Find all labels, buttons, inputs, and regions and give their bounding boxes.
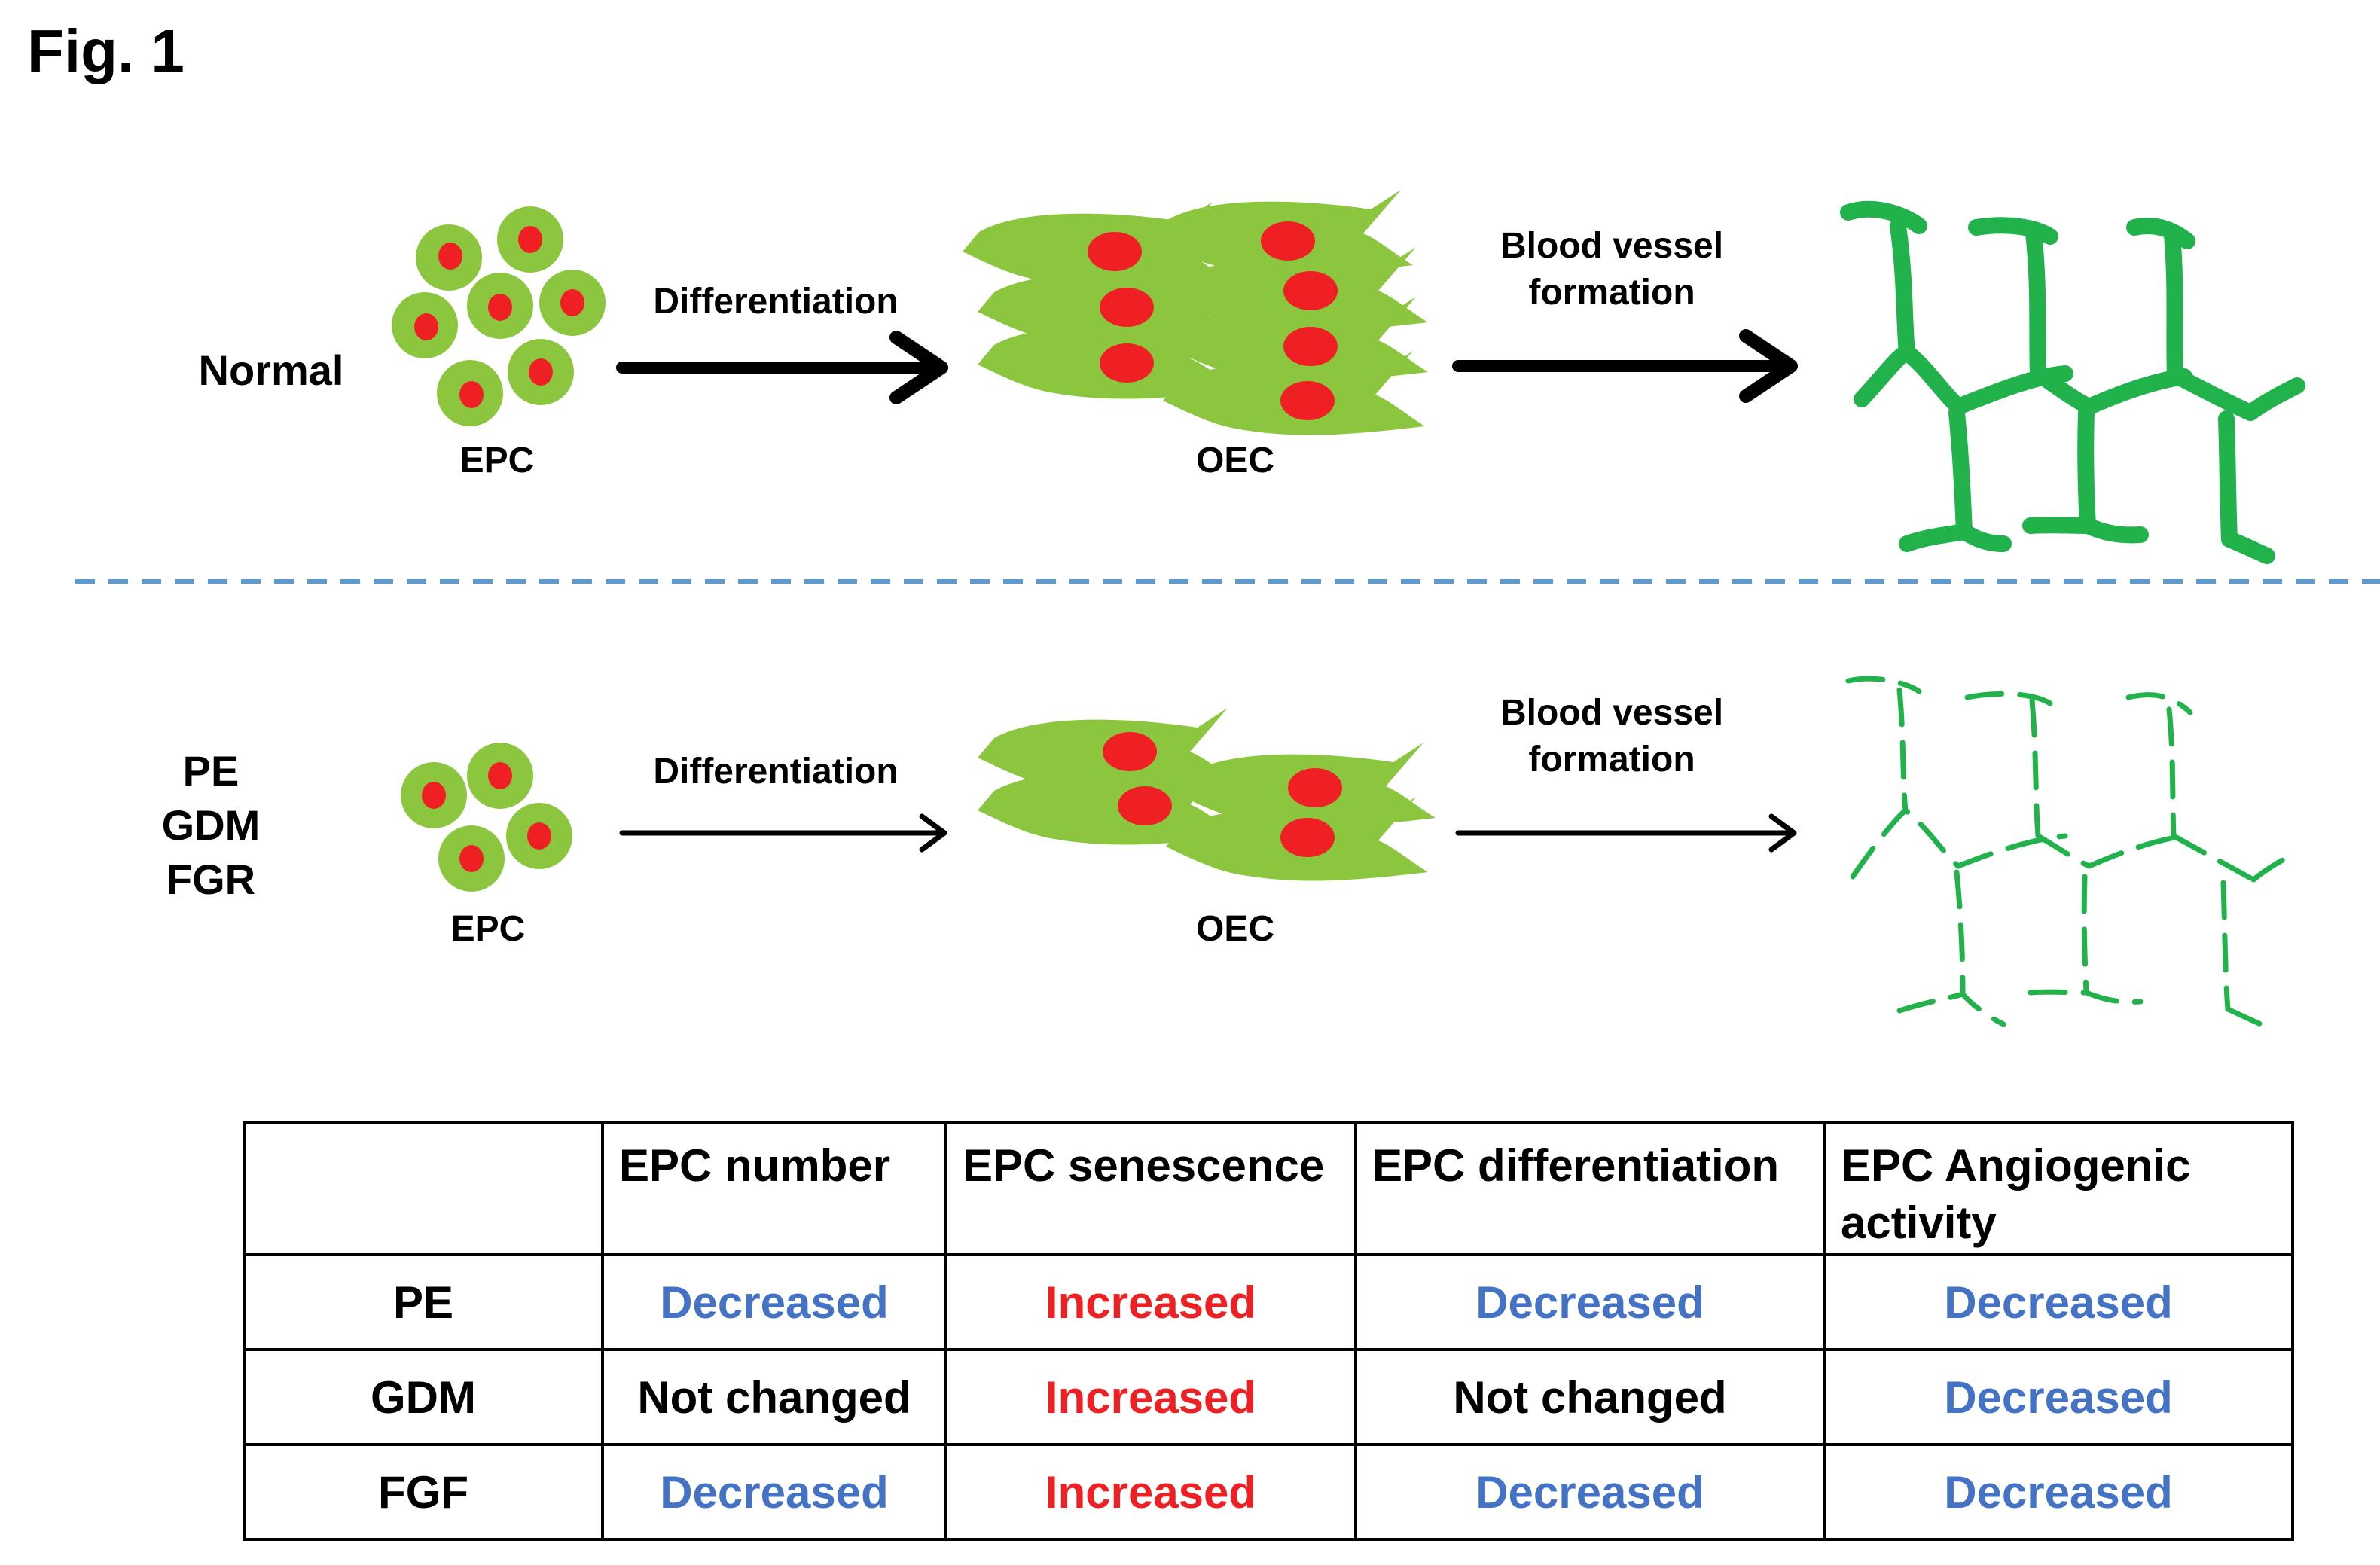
disease-oec-cluster bbox=[978, 708, 1436, 881]
diagram-canvas bbox=[75, 190, 2380, 1030]
epc-cell bbox=[416, 224, 482, 291]
table-cell: Decreased bbox=[1823, 1443, 2294, 1541]
disease-vessel-network bbox=[1845, 676, 2300, 1030]
table-cell: Not changed bbox=[601, 1348, 947, 1446]
epc-cell bbox=[392, 292, 458, 358]
table-header-corner bbox=[243, 1121, 604, 1256]
normal-epc-cluster bbox=[392, 206, 606, 426]
epc-cell bbox=[437, 360, 503, 426]
figure-title: Fig. 1 bbox=[27, 17, 185, 84]
table-cell: Not changed bbox=[1354, 1348, 1826, 1446]
table-header-epc-differentiation: EPC differentiation bbox=[1354, 1121, 1826, 1256]
epc-cell bbox=[467, 273, 533, 339]
table-cell: Decreased bbox=[601, 1253, 947, 1351]
vessel-label-line: formation bbox=[1528, 740, 1695, 779]
table-row: FGF Decreased Increased Decreased Decrea… bbox=[243, 1443, 2294, 1541]
condition-label-pe: PE bbox=[182, 747, 240, 795]
epc-cell bbox=[438, 825, 505, 892]
table-cell: Decreased bbox=[601, 1443, 947, 1541]
table-row: GDM Not changed Increased Not changed De… bbox=[243, 1348, 2294, 1446]
disease-epc-label: EPC bbox=[450, 909, 526, 949]
normal-oec-nuclei bbox=[1088, 221, 1338, 420]
table-header-epc-senescence: EPC senescence bbox=[944, 1121, 1357, 1256]
disease-oec-label: OEC bbox=[1195, 909, 1274, 949]
epc-cell bbox=[467, 743, 533, 809]
vessel-label-line: formation bbox=[1528, 273, 1695, 313]
epc-cell bbox=[401, 762, 467, 828]
normal-condition-label: Normal bbox=[198, 346, 344, 394]
epc-cell bbox=[508, 339, 574, 405]
row-label-fgf: FGF bbox=[243, 1443, 604, 1541]
normal-vessel-network bbox=[1840, 200, 2305, 564]
table-cell: Decreased bbox=[1823, 1348, 2294, 1446]
table-cell: Increased bbox=[944, 1253, 1357, 1351]
epc-cell bbox=[539, 270, 606, 336]
disease-differentiation-label: Differentiation bbox=[653, 752, 899, 792]
table-header-row: EPC number EPC senescence EPC differenti… bbox=[243, 1121, 2294, 1256]
table-cell: Increased bbox=[944, 1348, 1357, 1446]
vessel-label-line: Blood vessel bbox=[1500, 693, 1724, 733]
disease-oec-nuclei bbox=[1103, 732, 1342, 857]
table-header-epc-angiogenic-activity: EPC Angiogenic activity bbox=[1823, 1121, 2294, 1256]
normal-oec-label: OEC bbox=[1195, 441, 1274, 480]
table-cell: Increased bbox=[944, 1443, 1357, 1541]
table-cell: Decreased bbox=[1354, 1443, 1826, 1541]
condition-label-fgr: FGR bbox=[166, 856, 256, 903]
table-cell: Decreased bbox=[1823, 1253, 2294, 1351]
disease-vessel-arrow bbox=[1455, 813, 1797, 853]
table-row: PE Decreased Increased Decreased Decreas… bbox=[243, 1253, 2294, 1351]
vessel-label-line: Blood vessel bbox=[1500, 226, 1724, 266]
row-label-pe: PE bbox=[243, 1253, 604, 1351]
normal-vessel-arrow bbox=[1452, 329, 1798, 403]
disease-epc-cluster bbox=[401, 743, 572, 892]
normal-oec-cluster bbox=[963, 190, 1428, 435]
disease-condition-labels: PE GDM FGR bbox=[128, 744, 294, 907]
condition-label-gdm: GDM bbox=[161, 801, 261, 849]
disease-vessel-label: Blood vessel formation bbox=[1431, 690, 1793, 783]
table-cell: Decreased bbox=[1354, 1253, 1826, 1351]
table-header-epc-number: EPC number bbox=[601, 1121, 947, 1256]
normal-differentiation-arrow bbox=[616, 331, 948, 404]
normal-differentiation-label: Differentiation bbox=[653, 282, 899, 322]
row-label-gdm: GDM bbox=[243, 1348, 604, 1446]
normal-epc-label: EPC bbox=[459, 441, 535, 480]
epc-cell bbox=[497, 206, 563, 273]
epc-summary-table: EPC number EPC senescence EPC differenti… bbox=[243, 1121, 2294, 1541]
normal-vessel-label: Blood vessel formation bbox=[1431, 223, 1793, 316]
epc-cell bbox=[506, 803, 572, 869]
disease-differentiation-arrow bbox=[619, 813, 947, 853]
